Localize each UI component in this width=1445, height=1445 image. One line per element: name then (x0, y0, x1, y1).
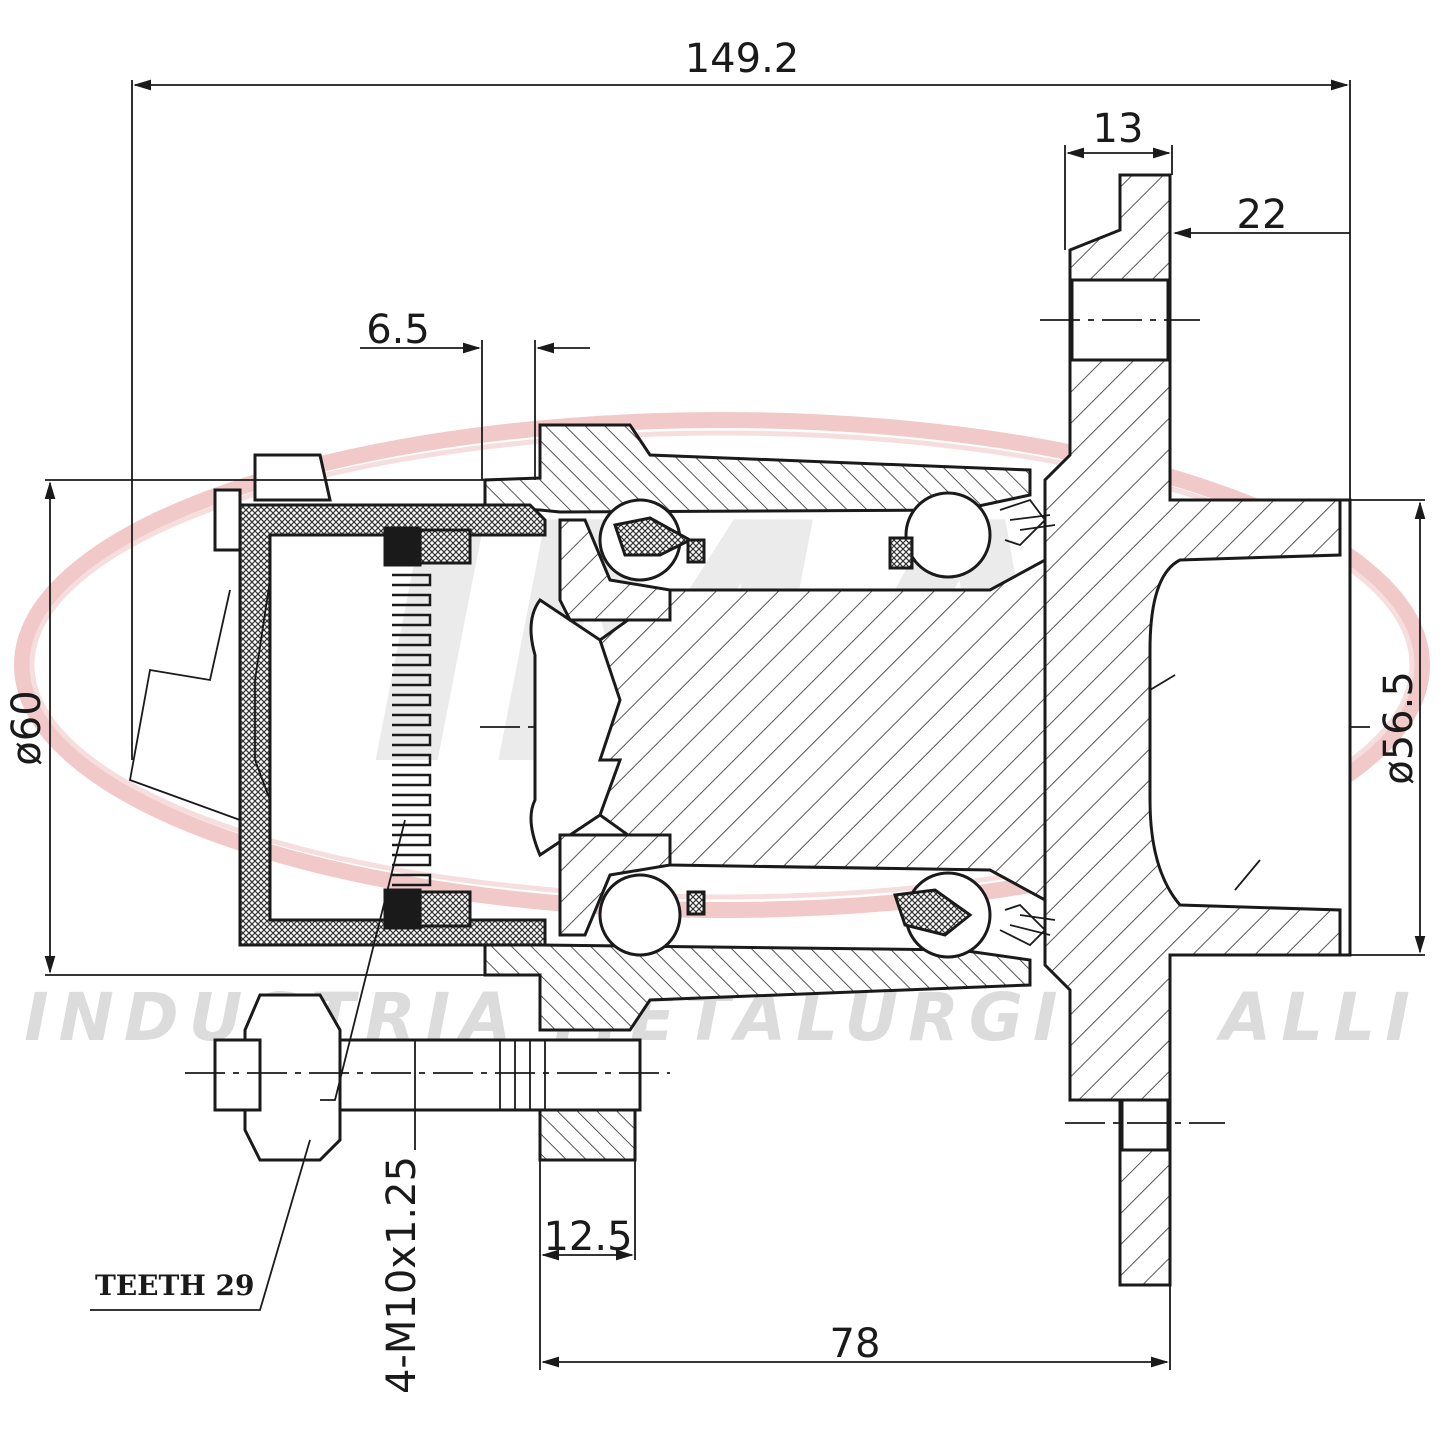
dim-hub-length: 78 (830, 1321, 881, 1367)
tone-ring-tooth (392, 713, 432, 727)
dim-flange-thickness: 13 (1093, 106, 1144, 152)
tone-ring-tooth (392, 873, 432, 887)
tone-ring-tooth (392, 813, 432, 827)
tone-ring-tooth (392, 653, 432, 667)
tone-ring-tooth (392, 853, 432, 867)
dim-stud-length: 12.5 (543, 1214, 632, 1260)
tone-ring-tooth (392, 573, 432, 587)
tone-ring-tooth (392, 833, 432, 847)
dim-flange-offset: 22 (1237, 192, 1288, 238)
callout-studs: 4-M10x1.25 (379, 1156, 425, 1394)
tone-ring-tooth (392, 693, 432, 707)
tone-ring-teeth (392, 573, 432, 887)
dim-overall-length: 149.2 (685, 36, 800, 82)
tone-ring-tooth (392, 793, 432, 807)
inner-spindle (529, 518, 1047, 937)
tone-ring-tooth (392, 613, 432, 627)
ball-outer-bottom (598, 873, 682, 957)
seals (999, 498, 1056, 947)
hub-flange (1040, 173, 1352, 1287)
tone-ring-tooth (392, 673, 432, 687)
abs-cap (128, 453, 547, 947)
tone-ring-tooth (392, 733, 432, 747)
outer-ring (483, 423, 1032, 1032)
tone-ring-tooth (392, 773, 432, 787)
bearing-balls (598, 491, 992, 959)
tone-ring-tooth (392, 753, 432, 767)
dim-outer-diameter: ø60 (4, 690, 50, 765)
dimension-lines (44, 79, 1426, 1370)
wheel-stud (185, 993, 670, 1162)
dim-pilot-diameter: ø56.5 (1376, 671, 1422, 785)
callout-teeth: TEETH 29 (95, 1269, 255, 1302)
tone-ring-tooth (392, 593, 432, 607)
ball-inner-top (904, 491, 992, 579)
watermark-ring-inner (29, 430, 1415, 900)
dim-sensor-gap: 6.5 (366, 307, 430, 353)
tone-ring-tooth (392, 633, 432, 647)
